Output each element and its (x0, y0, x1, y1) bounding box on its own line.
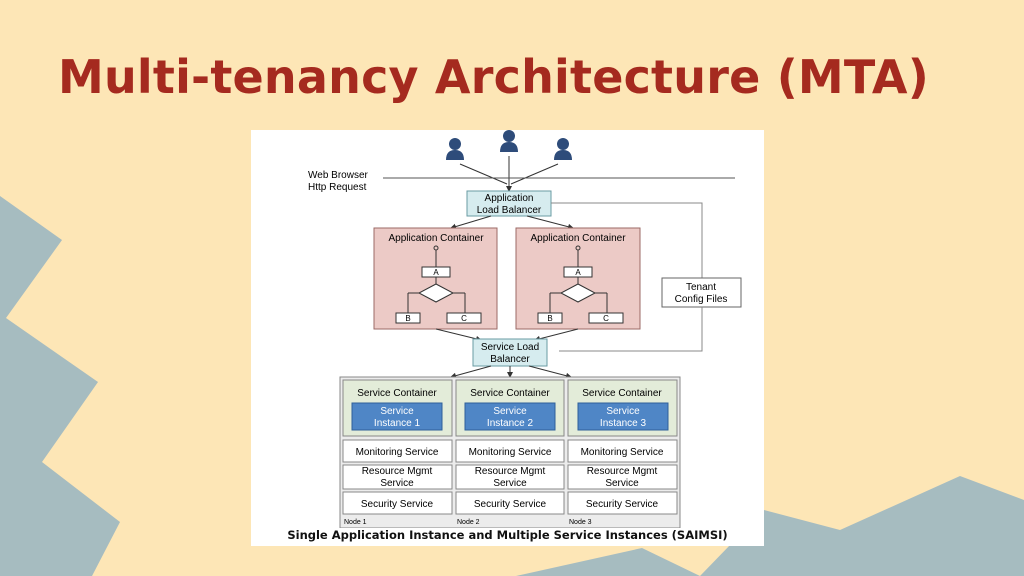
svc-lb-label-2: Balancer (490, 354, 530, 365)
monitoring-service-3 (567, 439, 678, 463)
svc-lb-label-1: Service Load (481, 342, 539, 353)
node-3: Service Container Service Instance 3 Mon… (567, 379, 678, 526)
service-instance-label: Service (493, 406, 527, 417)
app-flow-1 (395, 245, 482, 324)
node-label: Node 3 (569, 519, 592, 526)
node-label: Node 1 (344, 519, 367, 526)
user-icon (500, 130, 518, 152)
security-service-label: Security Service (586, 499, 659, 510)
app-load-balancer (466, 190, 552, 217)
service-instance-1 (351, 402, 443, 431)
app-lb-label-2: Load Balancer (477, 205, 542, 216)
app-container-2-label: Application Container (530, 233, 626, 244)
step-b-label: B (405, 314, 410, 323)
security-service-1 (342, 491, 453, 515)
resource-mgmt-3 (567, 464, 678, 490)
bottom-right-decor-shape (516, 548, 700, 576)
step-a-label: A (433, 268, 439, 277)
left-decor-shape (0, 196, 120, 576)
monitoring-service-label: Monitoring Service (469, 447, 552, 458)
service-load-balancer (472, 338, 548, 367)
step-a-label: A (575, 268, 581, 277)
resource-mgmt-label: Service (493, 478, 527, 489)
app-flow-2 (537, 245, 624, 324)
step-c-label: C (603, 314, 609, 323)
service-instance-2 (464, 402, 556, 431)
http-request-label: Http Request (308, 182, 367, 193)
web-browser-label: Web Browser (308, 170, 369, 181)
resource-mgmt-label: Resource Mgmt (587, 466, 658, 477)
resource-mgmt-label: Service (605, 478, 639, 489)
resource-mgmt-label: Service (380, 478, 414, 489)
architecture-diagram: Web Browser Http Request Application Loa… (308, 130, 742, 528)
tenant-config-files (661, 277, 742, 308)
step-b-label: B (547, 314, 552, 323)
security-service-label: Security Service (474, 499, 547, 510)
security-service-3 (567, 491, 678, 515)
architecture-figure: Web Browser Http Request Application Loa… (251, 130, 764, 546)
security-service-2 (455, 491, 565, 515)
resource-mgmt-label: Resource Mgmt (362, 466, 433, 477)
tenant-label-2: Config Files (675, 294, 728, 305)
security-service-label: Security Service (361, 499, 434, 510)
user-icon (446, 138, 464, 160)
service-container-label: Service Container (357, 388, 437, 399)
monitoring-service-1 (342, 439, 453, 463)
user-connectors (459, 156, 559, 185)
resource-mgmt-2 (455, 464, 565, 490)
tenant-label-1: Tenant (686, 282, 716, 293)
resource-mgmt-1 (342, 464, 453, 490)
service-container-label: Service Container (582, 388, 662, 399)
step-c-label: C (461, 314, 467, 323)
bottom-right-decor-shape-2 (700, 476, 1024, 576)
monitoring-service-label: Monitoring Service (581, 447, 664, 458)
service-instance-label: Instance 3 (600, 418, 647, 429)
service-instance-3 (577, 402, 669, 431)
node-2: Service Container Service Instance 2 Mon… (455, 379, 565, 526)
figure-caption: Single Application Instance and Multiple… (287, 528, 728, 542)
service-instance-label: Instance 2 (487, 418, 534, 429)
service-instance-label: Service (606, 406, 640, 417)
service-container-label: Service Container (470, 388, 550, 399)
slide-title: Multi-tenancy Architecture (MTA) (58, 50, 929, 104)
node-1: Service Container Service Instance 1 Mon… (342, 379, 453, 526)
app-lb-label-1: Application (485, 193, 534, 204)
service-instance-label: Service (380, 406, 414, 417)
monitoring-service-label: Monitoring Service (356, 447, 439, 458)
service-instance-label: Instance 1 (374, 418, 421, 429)
user-icon (554, 138, 572, 160)
resource-mgmt-label: Resource Mgmt (475, 466, 546, 477)
monitoring-service-2 (455, 439, 565, 463)
app-container-1-label: Application Container (388, 233, 484, 244)
node-label: Node 2 (457, 519, 480, 526)
